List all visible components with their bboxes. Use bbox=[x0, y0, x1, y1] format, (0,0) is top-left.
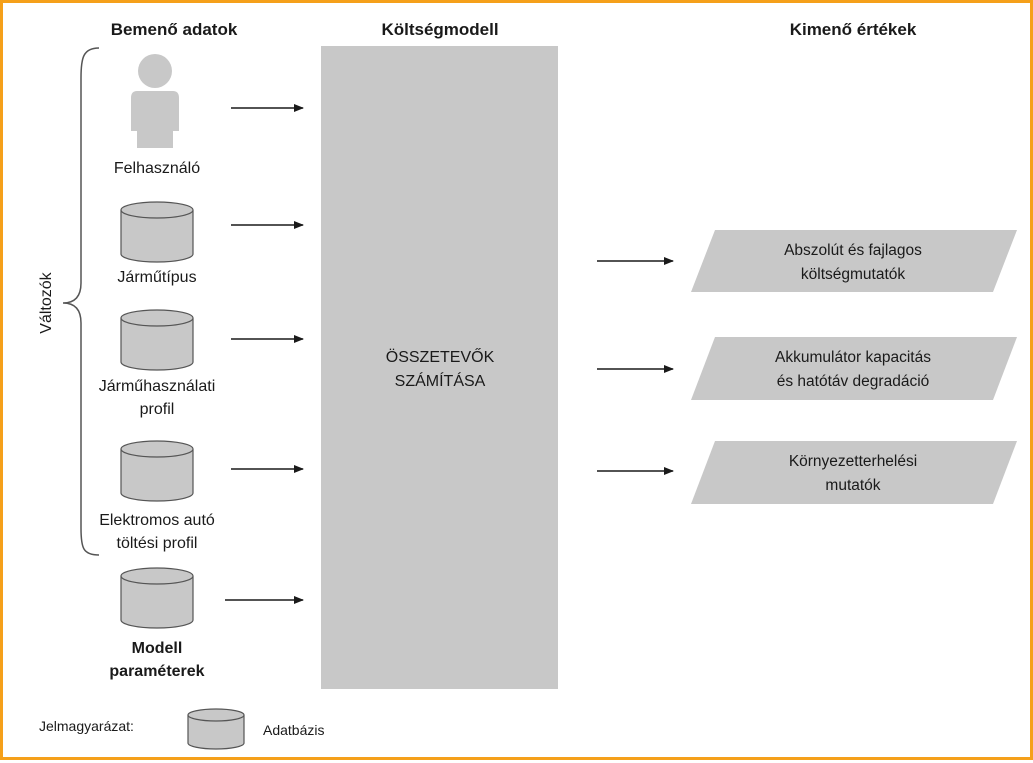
output-3-line-1: Környezetterhelési bbox=[789, 453, 917, 470]
output-1-line-2: költségmutatók bbox=[801, 266, 905, 283]
output-box-1 bbox=[691, 230, 1017, 292]
person-icon bbox=[131, 54, 179, 148]
database-icon bbox=[120, 567, 194, 629]
input-label-vehicle-type: Járműtípus bbox=[117, 269, 196, 286]
input-label-model-params-2: paraméterek bbox=[109, 663, 204, 680]
input-label-charging-profile-2: töltési profil bbox=[117, 535, 198, 552]
model-header: Költségmodell bbox=[381, 20, 498, 39]
input-label-charging-profile-1: Elektromos autó bbox=[99, 512, 215, 529]
output-1-line-1: Abszolút és fajlagos bbox=[784, 242, 922, 259]
input-label-user: Felhasználó bbox=[114, 160, 200, 177]
inputs-header: Bemenő adatok bbox=[111, 20, 238, 39]
input-label-usage-profile-2: profil bbox=[140, 401, 175, 418]
diagram: Bemenő adatok Költségmodell Kimenő érték… bbox=[38, 20, 1017, 750]
model-box-line-1: ÖSSZETEVŐK bbox=[386, 347, 495, 366]
variables-brace bbox=[62, 47, 100, 556]
legend-item-label: Adatbázis bbox=[263, 722, 324, 738]
database-icon bbox=[120, 201, 194, 263]
legend-database-icon bbox=[187, 708, 245, 750]
input-label-usage-profile-1: Járműhasználati bbox=[99, 378, 216, 395]
legend-title: Jelmagyarázat: bbox=[39, 718, 134, 734]
output-box-2 bbox=[691, 337, 1017, 400]
model-box-line-2: SZÁMÍTÁSA bbox=[395, 371, 486, 390]
output-box-3 bbox=[691, 441, 1017, 504]
input-label-model-params-1: Modell bbox=[132, 640, 183, 657]
output-2-line-2: és hatótáv degradáció bbox=[777, 373, 930, 390]
variables-label: Változók bbox=[38, 271, 55, 333]
model-box bbox=[321, 46, 558, 689]
output-3-line-2: mutatók bbox=[825, 477, 880, 494]
database-icon bbox=[120, 440, 194, 502]
database-icon bbox=[120, 309, 194, 371]
outputs-header: Kimenő értékek bbox=[790, 20, 917, 39]
output-2-line-1: Akkumulátor kapacitás bbox=[775, 349, 931, 366]
